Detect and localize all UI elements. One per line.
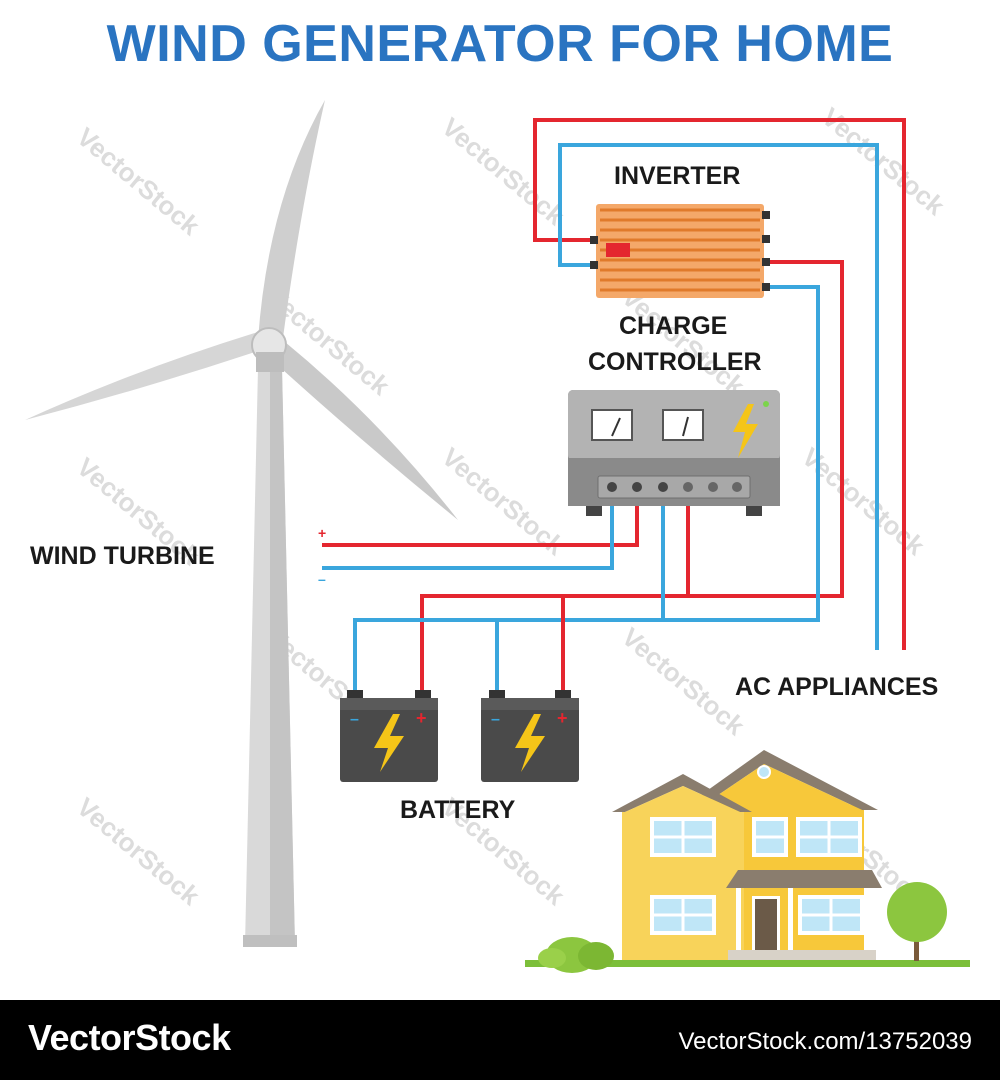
watermark-text: VectorStock — [71, 792, 206, 912]
battery-icon: – + — [481, 690, 579, 782]
terminal-strip — [597, 475, 751, 499]
controller-foot — [746, 506, 762, 516]
turbine-negative-wire — [322, 490, 614, 570]
status-led — [763, 401, 769, 407]
house-porch-pillar — [788, 888, 793, 950]
inverter-terminal — [762, 235, 770, 243]
turbine-blade-right — [272, 342, 458, 520]
battery-plus-sign: + — [416, 708, 427, 728]
lightning-bolt-icon — [515, 714, 545, 772]
house-attic-window — [757, 765, 771, 779]
battery-top-band — [340, 698, 438, 710]
turbine-positive-wire — [322, 490, 639, 547]
controller-foot — [586, 506, 602, 516]
controller-terminal — [632, 482, 642, 492]
turbine-minus-sign: – — [318, 571, 326, 587]
gauge-left-needle — [611, 417, 621, 437]
inverter-terminal — [762, 211, 770, 219]
house-steps — [728, 950, 876, 960]
battery-terminal-negative — [489, 690, 505, 700]
grass-strip — [525, 960, 970, 967]
watermark-text: VectorStock — [436, 112, 571, 232]
footer-url: VectorStock.com/13752039 — [678, 1028, 972, 1055]
house-icon — [612, 750, 882, 960]
house-window — [796, 817, 862, 857]
inverter-positive-wire — [420, 260, 844, 690]
turbine-tower-shade — [270, 368, 295, 945]
diagram-canvas: VectorStock VectorStock VectorStock Vect… — [25, 100, 970, 973]
ac-positive-wire — [533, 118, 906, 650]
inverter-terminal — [762, 283, 770, 291]
inverter-display — [606, 243, 630, 257]
turbine-blade-left — [25, 332, 258, 420]
house-gable-left — [625, 786, 740, 812]
charge-controller-label-line2: CONTROLLER — [588, 348, 762, 376]
house-roof-left — [612, 774, 752, 812]
inverter-icon — [590, 204, 770, 298]
inverter-terminal — [762, 258, 770, 266]
house-porch-pillar — [736, 888, 741, 950]
battery-terminal-negative — [347, 690, 363, 700]
controller-terminal — [658, 482, 668, 492]
turbine-tower-base — [243, 935, 297, 947]
house-window — [798, 895, 864, 935]
diagram-stage: WIND GENERATOR FOR HOME VectorStock Vect… — [25, 15, 970, 973]
house-porch-roof — [726, 870, 882, 888]
diagram-title: WIND GENERATOR FOR HOME — [106, 15, 894, 73]
inverter-label: INVERTER — [614, 162, 741, 190]
controller-terminal — [683, 482, 693, 492]
controller-terminal — [607, 482, 617, 492]
gauge-right — [662, 409, 704, 441]
house-gable-main — [696, 764, 862, 810]
ac-negative-wire — [558, 143, 879, 650]
watermark-text: VectorStock — [616, 282, 751, 402]
wind-turbine-icon — [25, 100, 458, 947]
ac-appliances-label: AC APPLIANCES — [735, 673, 939, 701]
battery-plus-sign: + — [557, 708, 568, 728]
wiring — [322, 118, 906, 690]
footer-bar: VectorStock VectorStock.com/13752039 — [0, 1000, 1000, 1080]
battery-terminal-positive — [415, 690, 431, 700]
controller-terminal — [732, 482, 742, 492]
lightning-bolt-icon — [374, 714, 404, 772]
battery-minus-sign: – — [350, 711, 359, 728]
watermark-text: VectorStock — [71, 122, 206, 242]
turbine-blade-up — [258, 100, 325, 345]
house-window — [650, 895, 716, 935]
house-window — [752, 817, 788, 857]
inverter-terminal — [590, 236, 598, 244]
charge-controller-label-line1: CHARGE — [619, 312, 728, 340]
house-window — [650, 817, 716, 857]
inverter-terminal — [590, 261, 598, 269]
gauge-right-needle — [682, 416, 689, 437]
house-door-panel — [755, 899, 777, 952]
watermark-text: VectorStock — [616, 622, 751, 742]
charge-controller-icon — [568, 390, 780, 516]
wind-turbine-label: WIND TURBINE — [30, 542, 215, 570]
turbine-plus-sign: + — [318, 525, 326, 541]
battery-label: BATTERY — [400, 796, 516, 824]
battery-minus-sign: – — [491, 711, 500, 728]
tree-icon — [887, 882, 947, 961]
footer-brand: VectorStock — [28, 1017, 231, 1058]
controller-terminal — [708, 482, 718, 492]
turbine-nacelle — [256, 352, 284, 372]
battery-top-band — [481, 698, 579, 710]
bush-icon — [538, 937, 614, 973]
lightning-bolt-icon — [733, 404, 758, 458]
inverter-negative-wire — [353, 285, 820, 690]
battery-terminal-positive — [555, 690, 571, 700]
battery-icon: – + — [340, 690, 438, 782]
